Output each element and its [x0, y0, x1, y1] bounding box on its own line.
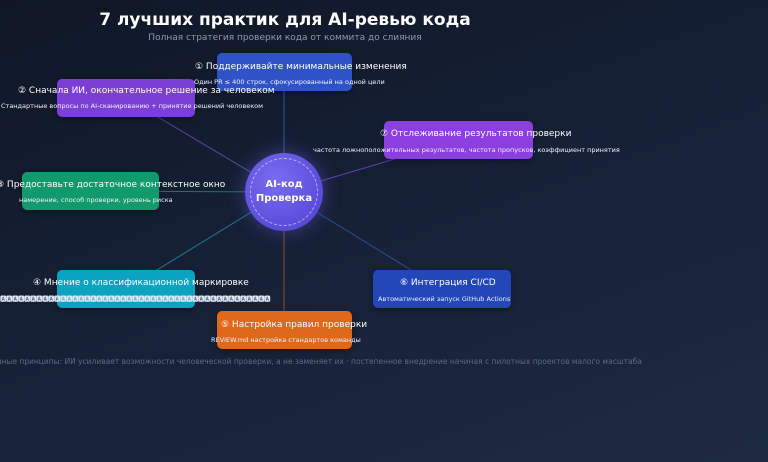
center-hub: AI-код Проверка [245, 153, 323, 231]
node-1-box [217, 53, 352, 91]
node-7-desc: частота ложноположительных результатов, … [313, 146, 620, 154]
node-5-label: ⑤ Настройка правил проверки [221, 320, 368, 330]
node-4-glyph-row: 🅰🅰🅰🅰🅰🅰🅰🅰🅰🅰🅰🅰🅰🅰🅰🅰🅰🅰🅰🅰🅰🅰🅰🅰🅰🅰🅰🅰🅰🅰🅰🅰🅰🅰🅰🅰🅰🅰🅰🅰… [0, 295, 271, 303]
node-6-box [373, 270, 511, 308]
node-1-desc: Один PR ≤ 400 строк, сфокусированный на … [194, 78, 385, 86]
node-3-desc: намерение, способ проверки, уровень риск… [19, 196, 173, 204]
node-6-desc: Автоматический запуск GitHub Actions [378, 295, 511, 303]
footer-note: енные принципы: ИИ усиливает возможности… [0, 357, 642, 366]
node-4-box [57, 270, 195, 308]
center-hub-line2: Проверка [255, 193, 313, 204]
node-1-label: ① Поддерживайте минимальные изменения [195, 62, 407, 72]
node-2-label: ② Сначала ИИ, окончательное решение за ч… [18, 86, 275, 96]
node-2-desc: Стандартные вопросы по AI-сканированию +… [1, 102, 264, 110]
center-hub-text: AI-код Проверка [249, 178, 319, 206]
node-5-desc: REVIEW.md настройка стандартов команды [211, 336, 361, 344]
node-3-box [22, 172, 159, 210]
node-3-label: ③ Предоставьте достаточное контекстное о… [0, 180, 226, 190]
node-5-box [217, 311, 352, 349]
center-hub-ring [250, 158, 318, 226]
node-2-box [57, 79, 195, 117]
page-subtitle: Полная стратегия проверки кода от коммит… [148, 33, 422, 43]
page-title: 7 лучших практик для AI-ревью кода [99, 10, 471, 30]
center-hub-line1: AI-код [265, 179, 303, 190]
node-4-label: ④ Мнение о классификационной маркировке [33, 278, 249, 288]
node-7-box [384, 121, 533, 159]
node-6-label: ⑥ Интеграция CI/CD [400, 278, 496, 288]
node-7-label: ⑦ Отслеживание результатов проверки [380, 129, 572, 139]
